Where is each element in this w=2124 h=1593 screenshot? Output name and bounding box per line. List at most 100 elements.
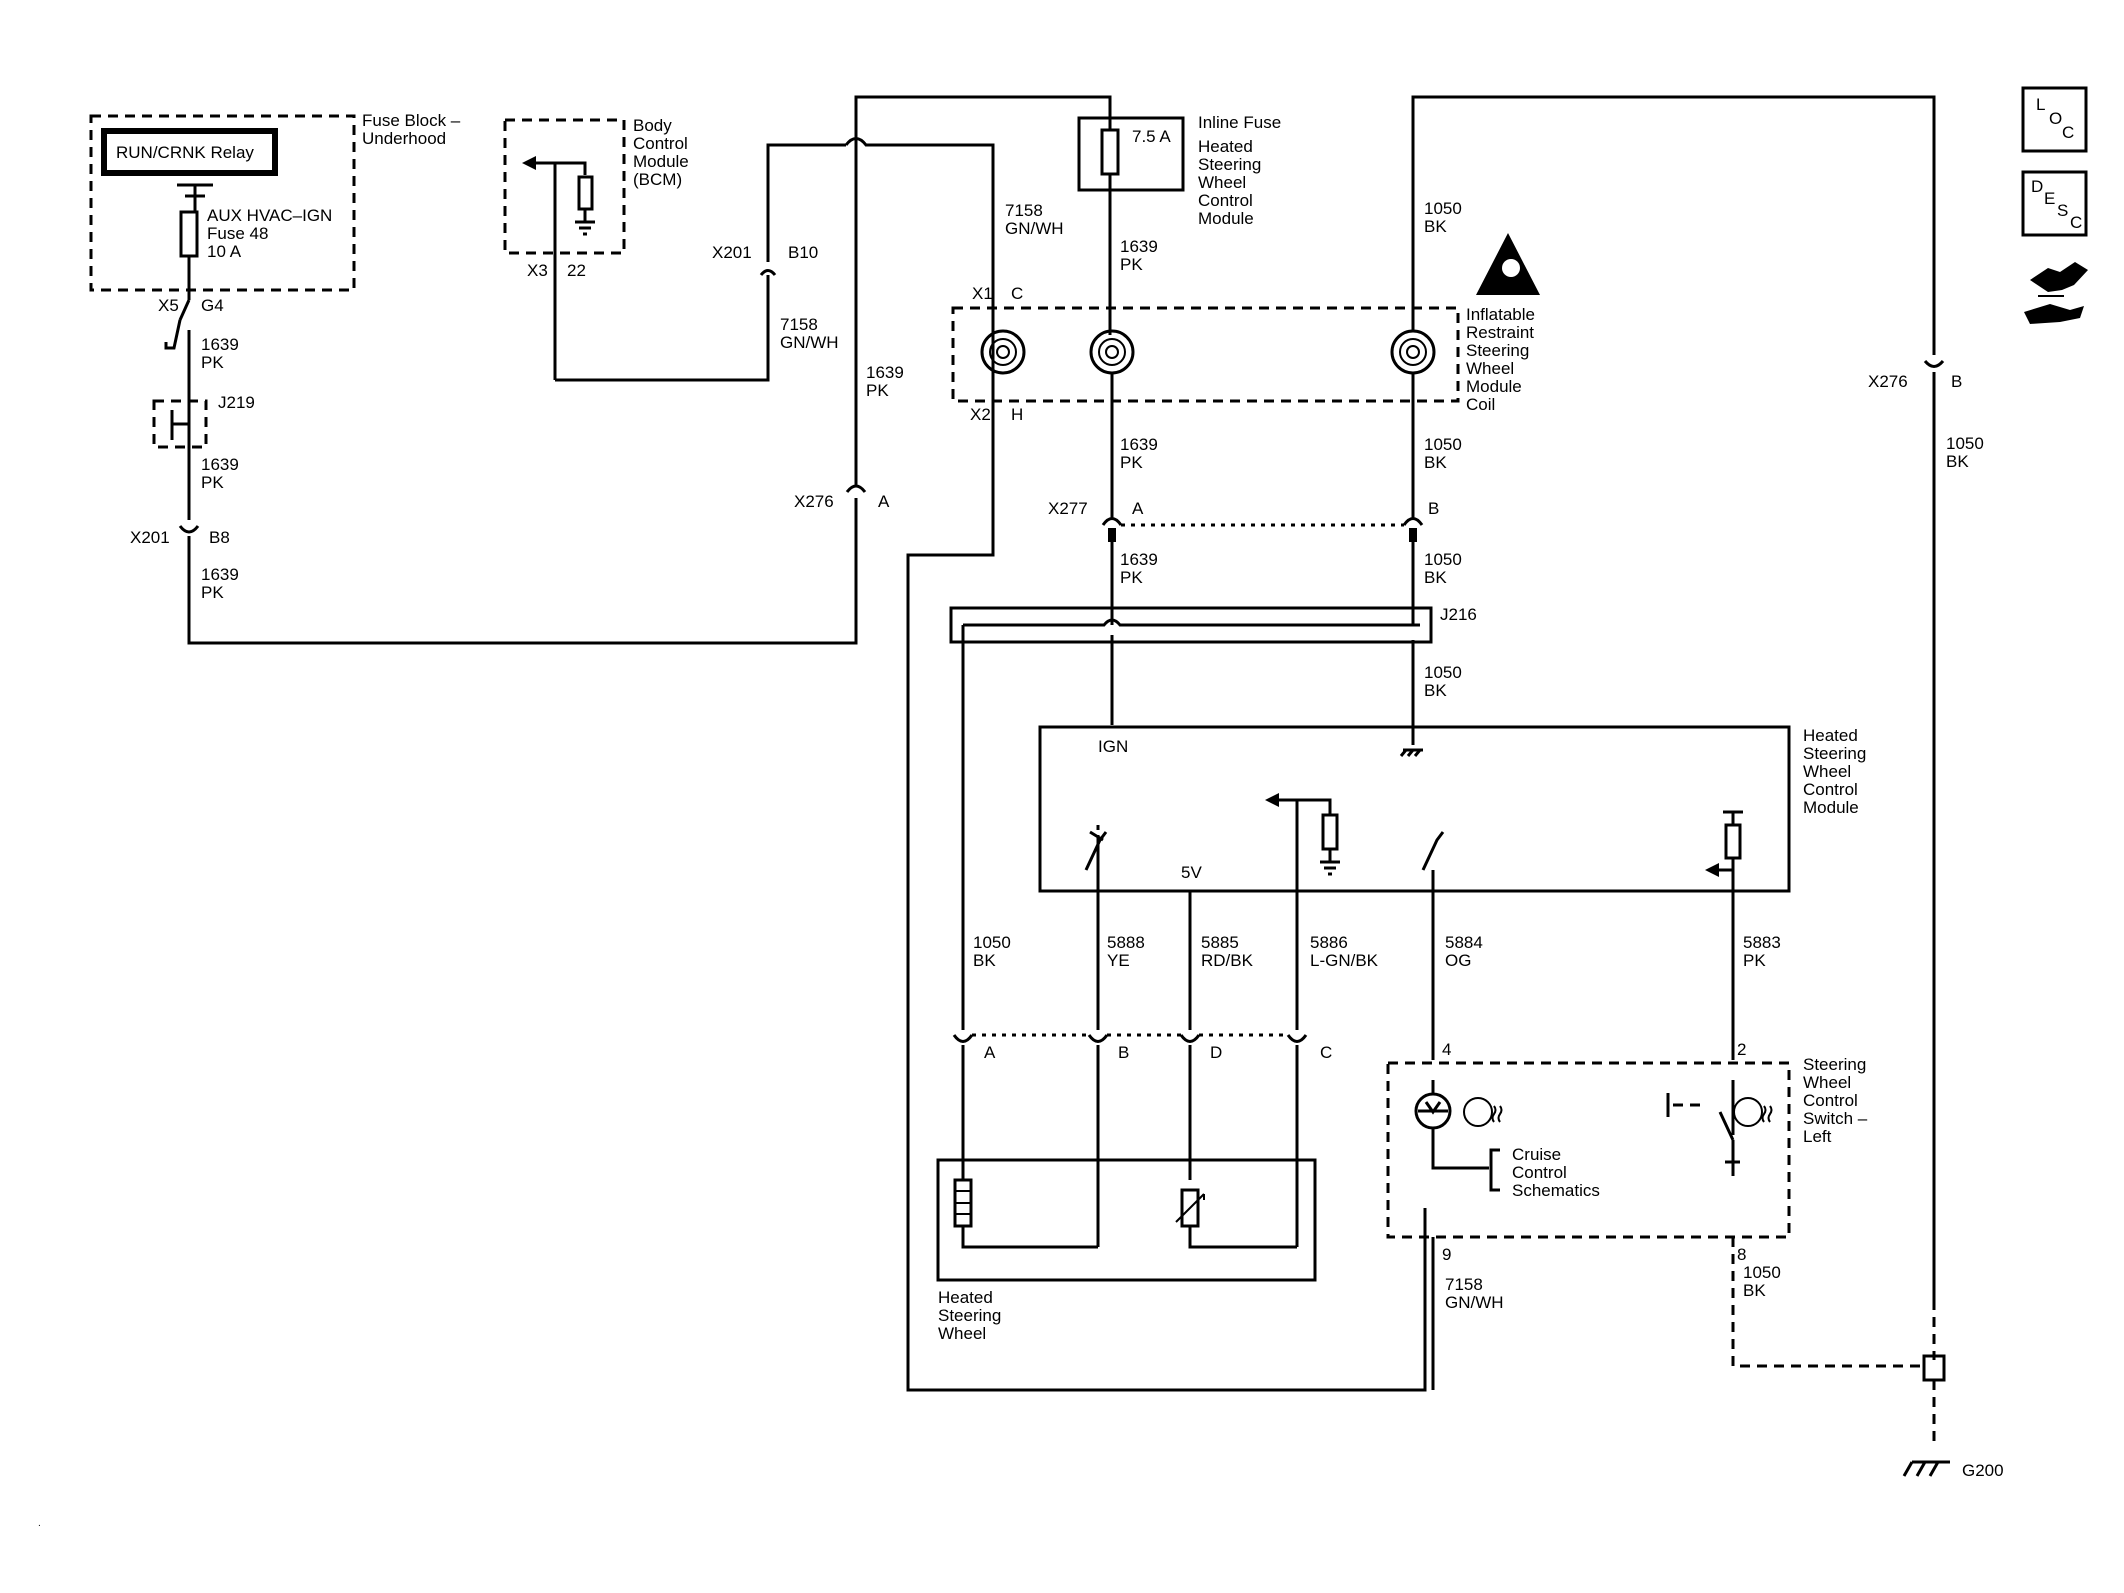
svg-text:Steering: Steering (1466, 341, 1529, 360)
svg-text:A: A (984, 1043, 996, 1062)
svg-text:Left: Left (1803, 1127, 1832, 1146)
svg-text:1050: 1050 (1424, 550, 1462, 569)
connector-x276-a (845, 484, 867, 493)
heated-wheel-title: Heated (938, 1288, 993, 1307)
svg-text:RD/BK: RD/BK (1201, 951, 1254, 970)
connector-x277-a (1101, 517, 1123, 526)
svg-text:5883: 5883 (1743, 933, 1781, 952)
svg-text:J216: J216 (1440, 605, 1477, 624)
coil-spring-icon (1089, 329, 1135, 375)
svg-text:X3: X3 (527, 261, 548, 280)
connector-x276-b (1923, 359, 1945, 368)
svg-text:BK: BK (1424, 217, 1447, 236)
fuse-label: AUX HVAC–IGN (207, 206, 332, 225)
svg-text:BK: BK (1424, 568, 1447, 587)
inline-fuse-title: Inline Fuse (1198, 113, 1281, 132)
svg-text:Restraint: Restraint (1466, 323, 1534, 342)
svg-text:PK: PK (1120, 568, 1143, 587)
svg-text:Wheel: Wheel (1466, 359, 1514, 378)
svg-text:GN/WH: GN/WH (1005, 219, 1064, 238)
airbag-warning-icon (1476, 233, 1540, 295)
svg-text:5886: 5886 (1310, 933, 1348, 952)
inline-fuse: 7.5 A Inline Fuse Heated Steering Wheel … (1077, 113, 1281, 228)
svg-text:Wheel: Wheel (1803, 1073, 1851, 1092)
relay-label: RUN/CRNK Relay (116, 143, 254, 162)
svg-text:Steering: Steering (1198, 155, 1261, 174)
svg-text:(BCM): (BCM) (633, 170, 682, 189)
svg-text:Control: Control (1512, 1163, 1567, 1182)
svg-text:C: C (2070, 213, 2082, 232)
svg-text:1639: 1639 (201, 565, 239, 584)
corner-mark: . (38, 1518, 41, 1529)
svg-text:C: C (1011, 284, 1023, 303)
connector-c (1286, 1034, 1308, 1043)
ign-label: IGN (1098, 737, 1128, 756)
svg-text:C: C (2062, 123, 2074, 142)
run-crnk-relay (101, 128, 278, 176)
svg-text:B: B (1118, 1043, 1129, 1062)
location-view-button[interactable]: L O C (2021, 86, 2088, 153)
svg-text:1639: 1639 (201, 455, 239, 474)
cruise-control-ref: Cruise (1512, 1145, 1561, 1164)
svg-text:Steering: Steering (1803, 744, 1866, 763)
splice-j216: J216 (949, 605, 1477, 1030)
heated-wheel-switch-icon (1733, 1097, 1763, 1127)
svg-text:Control: Control (633, 134, 688, 153)
svg-text:Steering: Steering (938, 1306, 1001, 1325)
svg-text:Switch –: Switch – (1803, 1109, 1868, 1128)
svg-text:1050: 1050 (1946, 434, 1984, 453)
svg-text:O: O (2049, 109, 2062, 128)
svg-text:B: B (1951, 372, 1962, 391)
svg-text:B8: B8 (209, 528, 230, 547)
svg-text:5885: 5885 (1201, 933, 1239, 952)
svg-text:1050: 1050 (1424, 199, 1462, 218)
svg-text:A: A (878, 492, 890, 511)
svg-text:YE: YE (1107, 951, 1130, 970)
control-module-title: Heated (1803, 726, 1858, 745)
svg-text:Module: Module (1198, 209, 1254, 228)
svg-text:PK: PK (1120, 255, 1143, 274)
connector-x201-b10 (759, 269, 777, 276)
svg-text:BK: BK (1743, 1281, 1766, 1300)
svg-text:1639: 1639 (1120, 435, 1158, 454)
svg-text:PK: PK (1743, 951, 1766, 970)
svg-text:1050: 1050 (973, 933, 1011, 952)
svg-text:Control: Control (1198, 191, 1253, 210)
svg-text:G4: G4 (201, 296, 224, 315)
svg-text:H: H (1011, 405, 1023, 424)
svg-text:5888: 5888 (1107, 933, 1145, 952)
svg-text:4: 4 (1442, 1040, 1451, 1059)
svg-text:X201: X201 (712, 243, 752, 262)
svg-text:X277: X277 (1048, 499, 1088, 518)
svg-text:Fuse 48: Fuse 48 (207, 224, 268, 243)
five-volt-label: 5V (1181, 863, 1202, 882)
svg-text:1639: 1639 (1120, 237, 1158, 256)
svg-text:L-GN/BK: L-GN/BK (1310, 951, 1379, 970)
svg-text:22: 22 (567, 261, 586, 280)
svg-text:X276: X276 (794, 492, 834, 511)
svg-text:PK: PK (866, 381, 889, 400)
svg-text:PK: PK (1120, 453, 1143, 472)
svg-text:1639: 1639 (1120, 550, 1158, 569)
connector-x277-b (1402, 517, 1424, 526)
svg-text:X201: X201 (130, 528, 170, 547)
connector-d (1179, 1034, 1201, 1043)
svg-text:1050: 1050 (1424, 663, 1462, 682)
svg-text:Underhood: Underhood (362, 129, 446, 148)
svg-text:A: A (1132, 499, 1144, 518)
svg-text:B10: B10 (788, 243, 818, 262)
svg-text:G200: G200 (1962, 1461, 2004, 1480)
svg-text:1639: 1639 (866, 363, 904, 382)
svg-text:BK: BK (1424, 681, 1447, 700)
connector-repair-icon[interactable] (2024, 262, 2088, 324)
svg-text:BK: BK (1946, 452, 1969, 471)
svg-text:E: E (2044, 189, 2055, 208)
svg-text:Coil: Coil (1466, 395, 1495, 414)
svg-text:PK: PK (201, 353, 224, 372)
connector-b (1087, 1034, 1109, 1043)
description-view-button[interactable]: D E S C (2021, 170, 2088, 237)
fuse-block-title: Fuse Block – (362, 111, 461, 130)
bcm-title: Body (633, 116, 672, 135)
steering-wheel-module-coil: X1 C X2 H Inflatable Restraint Steering … (951, 284, 1535, 424)
